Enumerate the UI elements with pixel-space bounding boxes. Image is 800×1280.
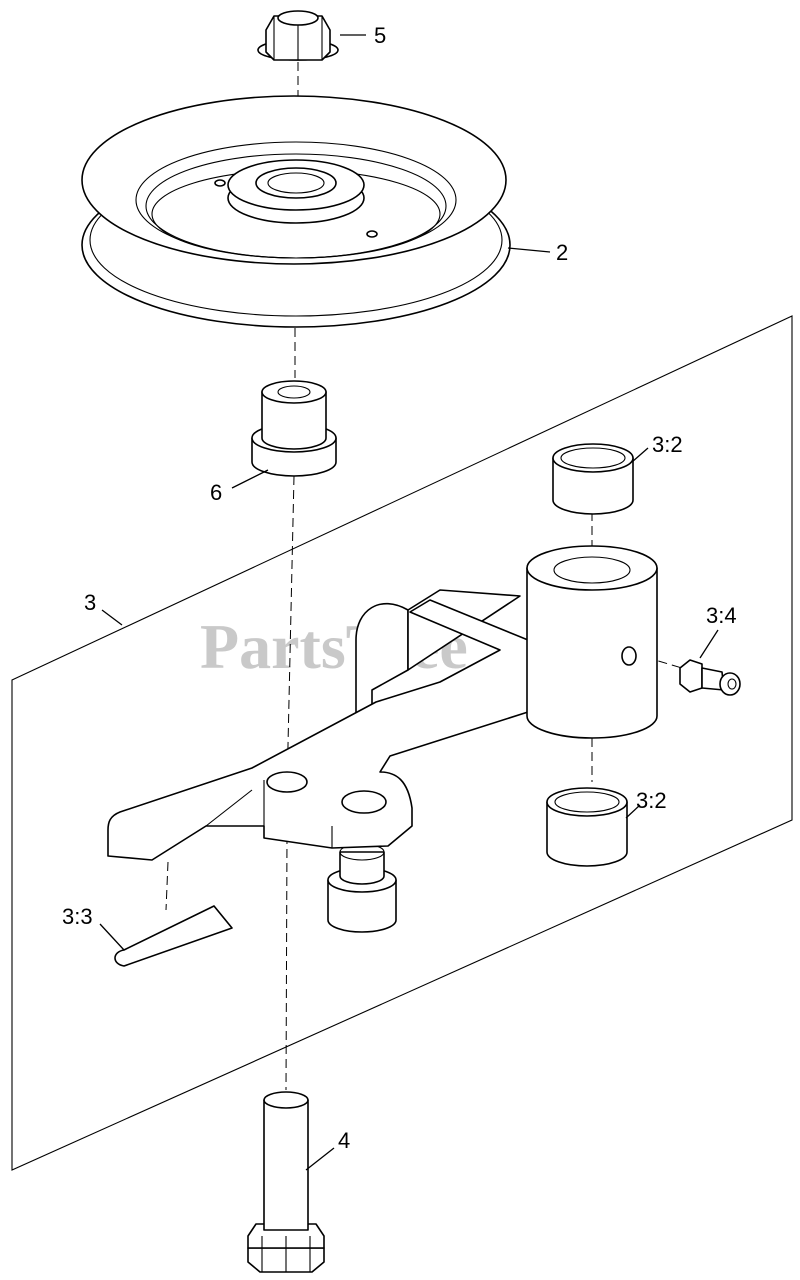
- callout-3-3: 3:3: [62, 904, 93, 929]
- leader-3-3: [99, 923, 125, 951]
- leader-3-2-bottom: [625, 804, 641, 819]
- callout-5: 5: [374, 23, 386, 48]
- leader-6: [231, 469, 269, 489]
- leader-2: [507, 247, 551, 253]
- axis-decal: [165, 861, 169, 911]
- bushing-top: [552, 443, 634, 515]
- spacer: [251, 380, 337, 477]
- idler-arm: [107, 545, 658, 933]
- callout-3-4: 3:4: [706, 603, 737, 628]
- leader-4: [305, 1147, 335, 1171]
- assembly-panel: [11, 315, 793, 1171]
- leader-3: [101, 609, 123, 626]
- bushing-bottom: [546, 787, 628, 867]
- flange-nut: [257, 10, 339, 61]
- axis-arm-bolt: [285, 834, 288, 1091]
- axis-spacer-arm: [286, 475, 295, 791]
- callout-2: 2: [556, 240, 568, 265]
- callout-3-2-bottom: 3:2: [636, 788, 667, 813]
- decal: [114, 905, 233, 967]
- callout-3: 3: [84, 590, 96, 615]
- pulley: [81, 95, 511, 328]
- grease-fitting: [679, 659, 741, 696]
- leader-3-4: [699, 629, 719, 659]
- callout-3-2-top: 3:2: [652, 432, 683, 457]
- leader-3-2-top: [631, 447, 649, 463]
- callout-4: 4: [338, 1128, 350, 1153]
- callout-6: 6: [210, 480, 222, 505]
- bolt: [247, 1091, 325, 1273]
